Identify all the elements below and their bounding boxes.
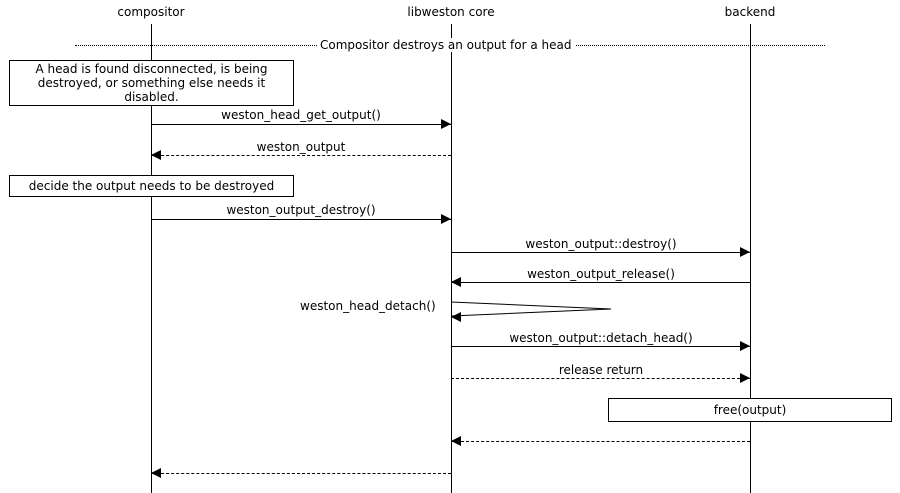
message-label-weston-output-detach-head: weston_output::detach_head() — [509, 331, 693, 345]
message-line-weston-output-detach-head — [451, 346, 750, 347]
section-separator-label: Compositor destroys an output for a head — [317, 38, 575, 52]
note-free-output: free(output) — [608, 398, 892, 422]
lifeline-libweston-core — [451, 24, 452, 493]
message-line-core-return — [151, 473, 451, 474]
message-line-weston-output-colon-destroy — [451, 252, 750, 253]
lifeline-compositor — [151, 24, 152, 493]
message-line-weston-output-return — [151, 155, 451, 156]
note-free-output-text: free(output) — [713, 403, 787, 417]
arrowhead-right-icon — [740, 373, 750, 383]
message-label-weston-output-return: weston_output — [256, 140, 346, 154]
lifeline-header-compositor: compositor — [117, 5, 185, 19]
arrowhead-right-icon — [441, 214, 451, 224]
lifeline-backend — [750, 24, 751, 493]
message-line-weston-output-release — [451, 282, 750, 283]
arrowhead-left-icon — [451, 436, 461, 446]
message-line-weston-head-get-output — [151, 124, 451, 125]
arrowhead-right-icon — [740, 247, 750, 257]
lifeline-header-backend: backend — [724, 5, 776, 19]
message-line-release-return — [451, 378, 750, 379]
message-line-backend-return — [451, 441, 750, 442]
arrowhead-left-icon — [451, 277, 461, 287]
arrowhead-left-icon — [151, 150, 161, 160]
message-label-weston-output-colon-destroy: weston_output::destroy() — [525, 237, 677, 251]
message-label-weston-head-detach: weston_head_detach() — [300, 299, 436, 313]
arrowhead-left-icon — [151, 468, 161, 478]
message-label-weston-output-release: weston_output_release() — [527, 267, 675, 281]
arrowhead-right-icon — [441, 119, 451, 129]
message-label-weston-head-get-output: weston_head_get_output() — [221, 108, 381, 122]
message-label-release-return: release return — [558, 363, 644, 377]
self-loop-shape-icon — [450, 301, 612, 317]
note-head-disconnected: A head is found disconnected, is being d… — [9, 60, 294, 106]
self-message-loop-weston-head-detach — [450, 298, 616, 324]
arrowhead-left-icon — [451, 312, 461, 322]
lifeline-header-libweston-core: libweston core — [407, 5, 495, 19]
note-decide-destroy: decide the output needs to be destroyed — [9, 175, 294, 197]
message-label-weston-output-destroy: weston_output_destroy() — [226, 203, 376, 217]
note-head-disconnected-text: A head is found disconnected, is being d… — [35, 62, 268, 104]
message-line-weston-output-destroy — [151, 219, 451, 220]
note-decide-destroy-text: decide the output needs to be destroyed — [28, 179, 275, 193]
arrowhead-right-icon — [740, 341, 750, 351]
